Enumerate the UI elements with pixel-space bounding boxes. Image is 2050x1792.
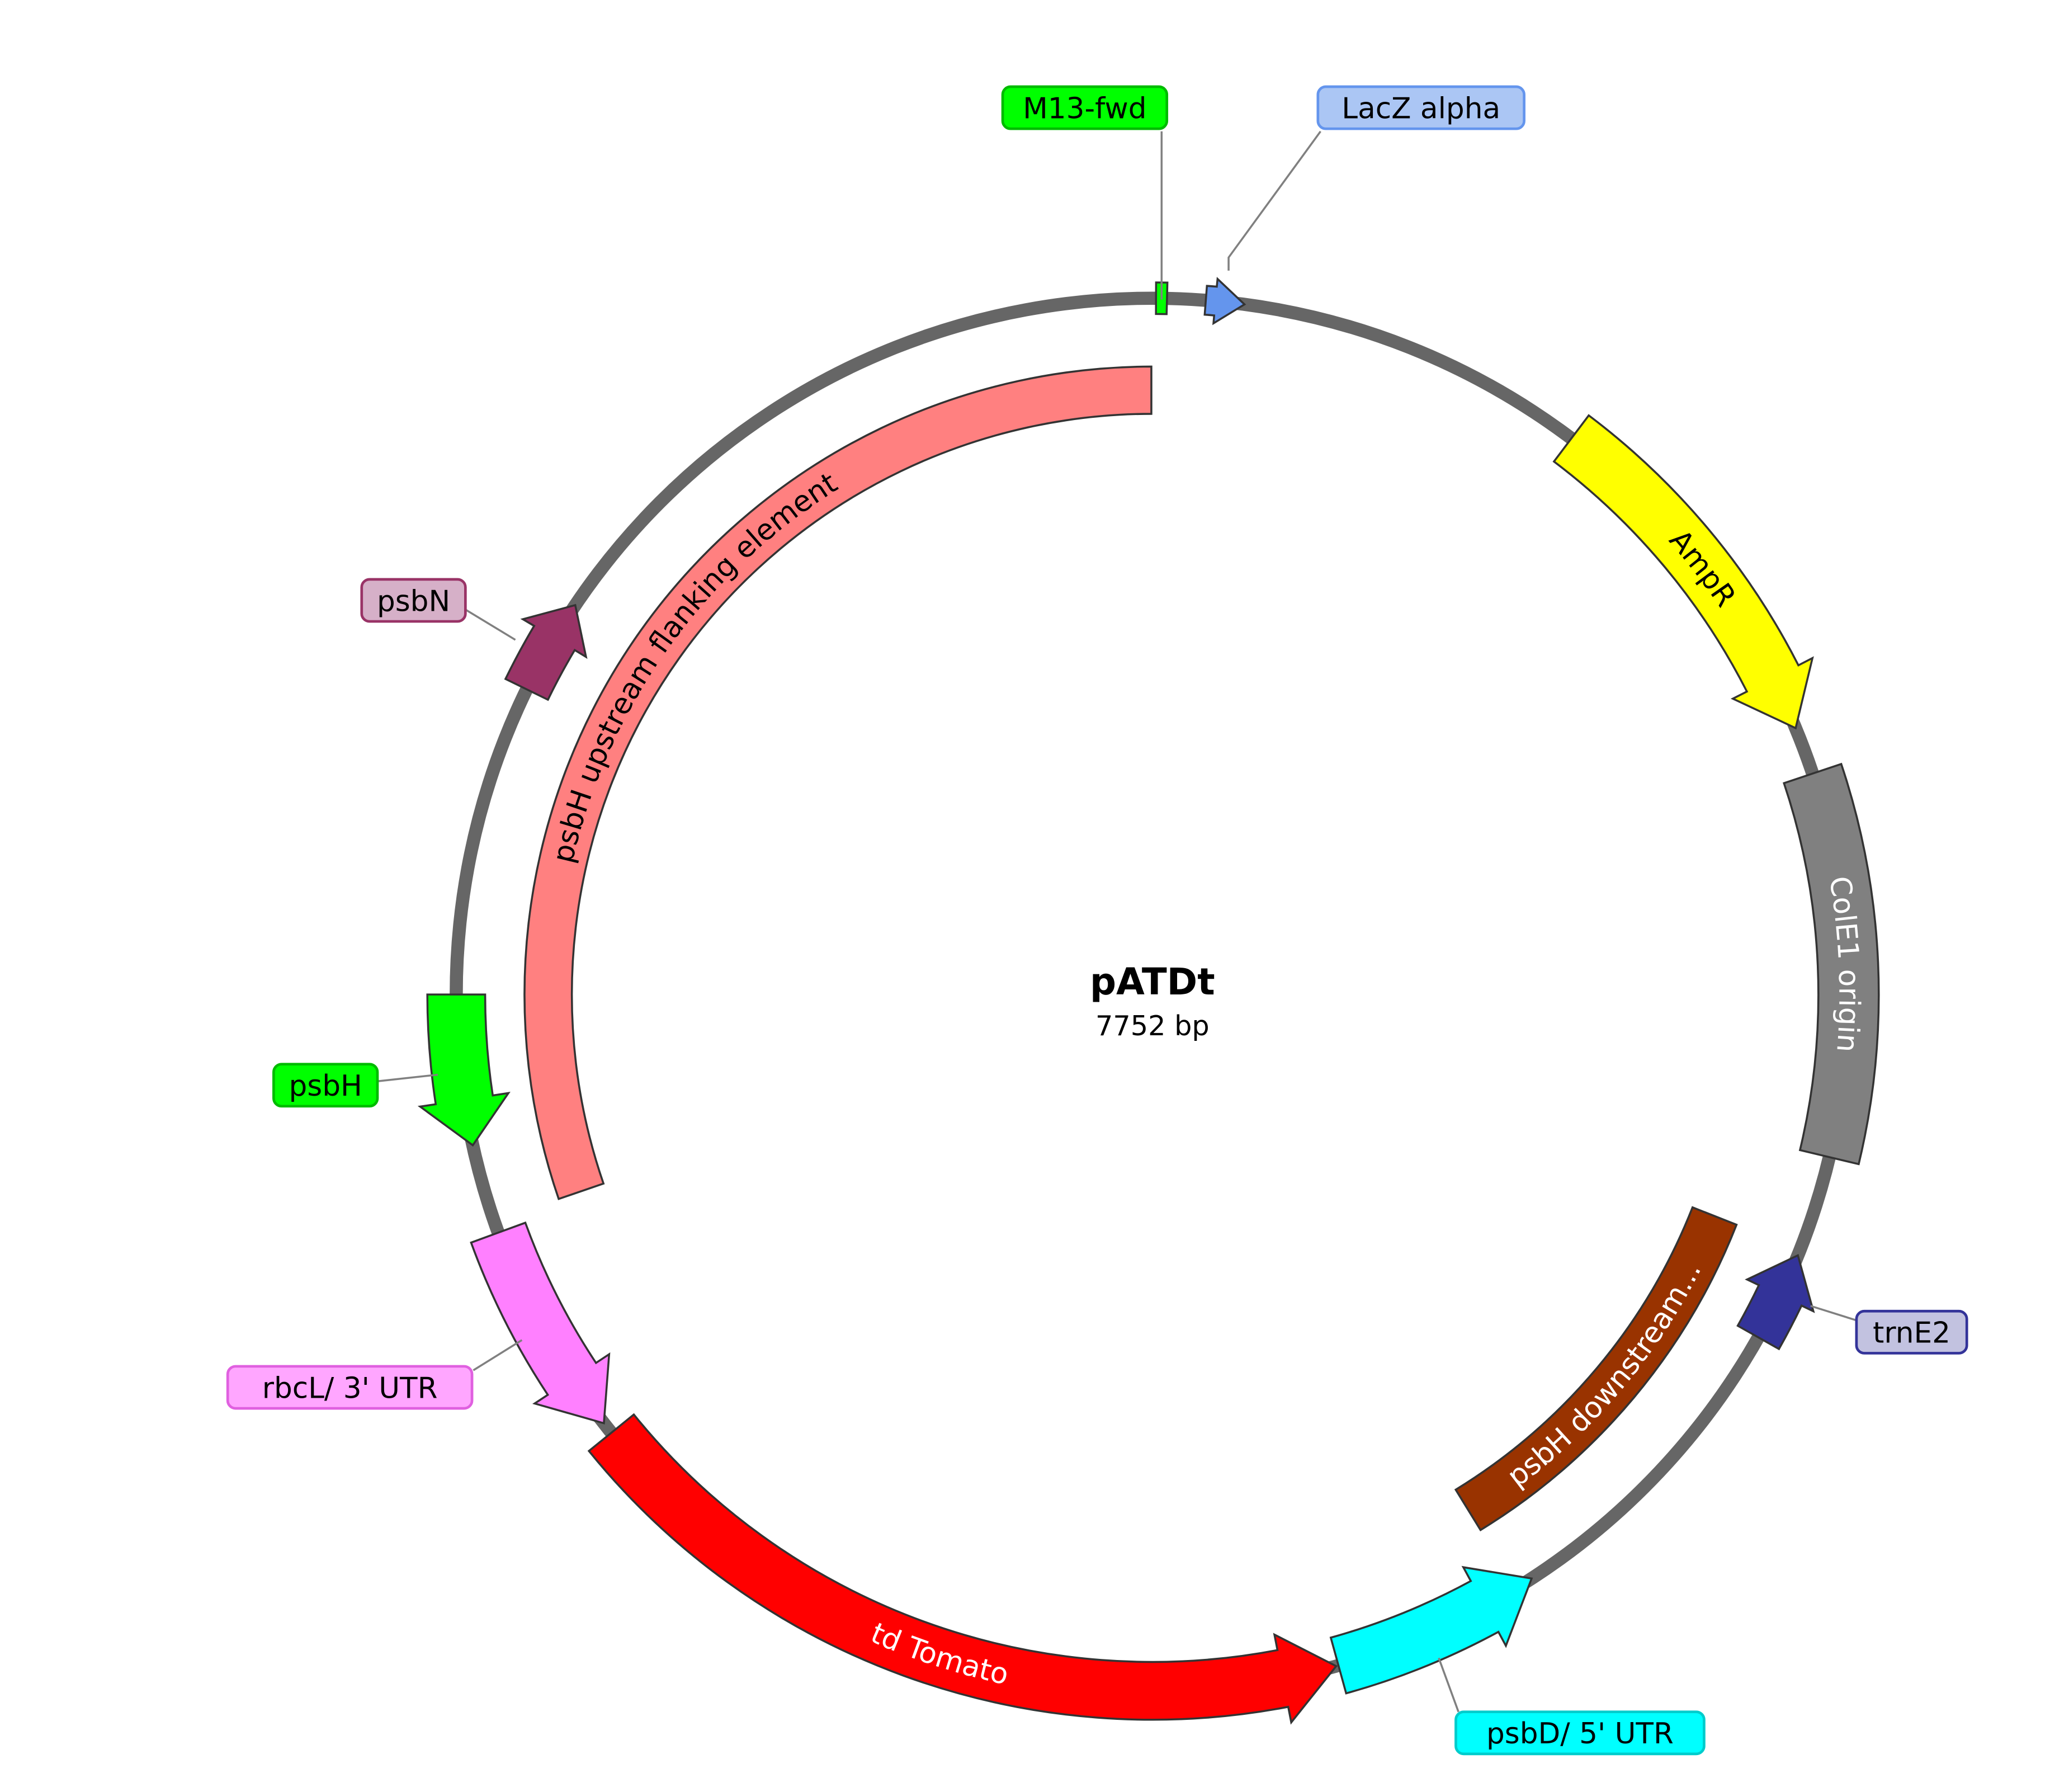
callout-box-lacz-alpha[interactable] — [1316, 85, 1525, 130]
callout-label-rbcl-3-utr: rbcL/ 3' UTR — [262, 1371, 438, 1405]
feature-td-tomato[interactable] — [587, 1413, 1338, 1725]
leader-line-rbcl-3-utr — [473, 1339, 523, 1371]
callout-box-rbcl-3-utr[interactable] — [226, 1365, 474, 1410]
feature-psbn[interactable] — [504, 603, 588, 701]
feature-rbcl-3-utr[interactable] — [470, 1221, 611, 1425]
leader-line-psbh — [377, 1073, 438, 1082]
feature-psbh[interactable] — [417, 993, 511, 1147]
callout-box-trne2[interactable] — [1855, 1309, 1968, 1355]
callout-label-m13-fwd: M13-fwd — [1023, 92, 1146, 125]
callout-label-trne2: trnE2 — [1873, 1317, 1950, 1350]
feature-psbh-upstream-flanking-element[interactable] — [523, 365, 1152, 1200]
callout-label-psbh: psbH — [289, 1069, 362, 1103]
leader-line-psbd-5-utr — [1438, 1657, 1459, 1713]
callout-box-psbn[interactable] — [360, 578, 467, 623]
feature-lacz-alpha[interactable] — [1203, 276, 1246, 326]
feature-ampr[interactable] — [1552, 414, 1814, 730]
callout-label-psbd-5-utr: psbD/ 5' UTR — [1486, 1717, 1674, 1751]
callout-label-lacz-alpha: LacZ alpha — [1342, 92, 1500, 125]
callout-box-psbh[interactable] — [272, 1063, 379, 1108]
plasmid-length: 7752 bp — [1095, 1010, 1210, 1042]
feature-cole1-origin[interactable] — [1783, 762, 1880, 1166]
feature-psbh-downstream[interactable] — [1454, 1206, 1738, 1532]
feature-trne2[interactable] — [1736, 1253, 1815, 1351]
leader-line-lacz-alpha — [1227, 130, 1321, 271]
callout-box-psbd-5-utr[interactable] — [1454, 1710, 1706, 1756]
callout-label-psbn: psbN — [377, 584, 450, 618]
callout-box-m13-fwd[interactable] — [1001, 85, 1169, 130]
leader-line-trne2 — [1810, 1305, 1857, 1322]
plasmid-name: pATDt — [1090, 960, 1215, 1003]
leader-line-psbn — [465, 609, 516, 641]
feature-psbd-5-utr[interactable] — [1329, 1565, 1533, 1695]
